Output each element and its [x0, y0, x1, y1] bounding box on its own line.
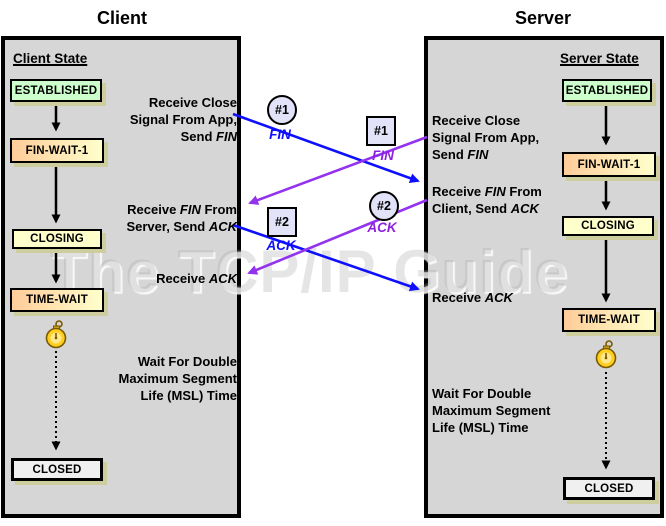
client-ack-marker: #2 — [267, 207, 297, 237]
server-ack-marker: #2 — [369, 191, 399, 221]
client-state-closed: CLOSED — [11, 458, 103, 481]
client-fin-label: FIN — [269, 127, 291, 142]
client-state-established: ESTABLISHED — [10, 79, 102, 102]
server-state-fin-wait-1: FIN-WAIT-1 — [562, 152, 656, 177]
server-annotation-receive-close: Receive Close Signal From App, Send FIN — [432, 113, 540, 162]
server-annotation-wait-msl: Wait For Double Maximum Segment Life (MS… — [432, 386, 551, 435]
client-annotation-wait-msl: Wait For Double Maximum Segment Life (MS… — [118, 354, 237, 403]
client-fin-marker: #1 — [267, 95, 297, 125]
server-ack-label: ACK — [367, 220, 397, 235]
server-fin-label: FIN — [372, 148, 394, 163]
server-state-closing: CLOSING — [562, 216, 654, 236]
client-panel — [1, 36, 241, 518]
server-state-closed: CLOSED — [563, 477, 655, 500]
server-annotation-receive-fin: Receive FIN From Client, Send ACK — [432, 184, 542, 216]
client-annotation-receive-close: Receive Close Signal From App, Send FIN — [129, 95, 237, 144]
server-panel — [424, 36, 664, 518]
client-state-time-wait: TIME-WAIT — [10, 288, 104, 312]
client-state-fin-wait-1: FIN-WAIT-1 — [10, 138, 104, 163]
client-ack-label: ACK — [266, 238, 296, 253]
client-state-closing: CLOSING — [12, 229, 102, 249]
server-state-established: ESTABLISHED — [562, 79, 652, 102]
server-annotation-receive-ack: Receive ACK — [432, 290, 513, 305]
client-state-heading: Client State — [13, 51, 88, 66]
client-title: Client — [96, 8, 147, 28]
server-fin-marker: #1 — [366, 116, 396, 146]
server-state-time-wait: TIME-WAIT — [562, 308, 656, 332]
server-title: Server — [514, 8, 572, 28]
server-fin-segment-arrow — [248, 135, 428, 205]
server-state-heading: Server State — [560, 51, 639, 66]
client-annotation-receive-ack: Receive ACK — [156, 271, 237, 286]
client-annotation-receive-fin: Receive FIN From Server, Send ACK — [126, 202, 237, 234]
